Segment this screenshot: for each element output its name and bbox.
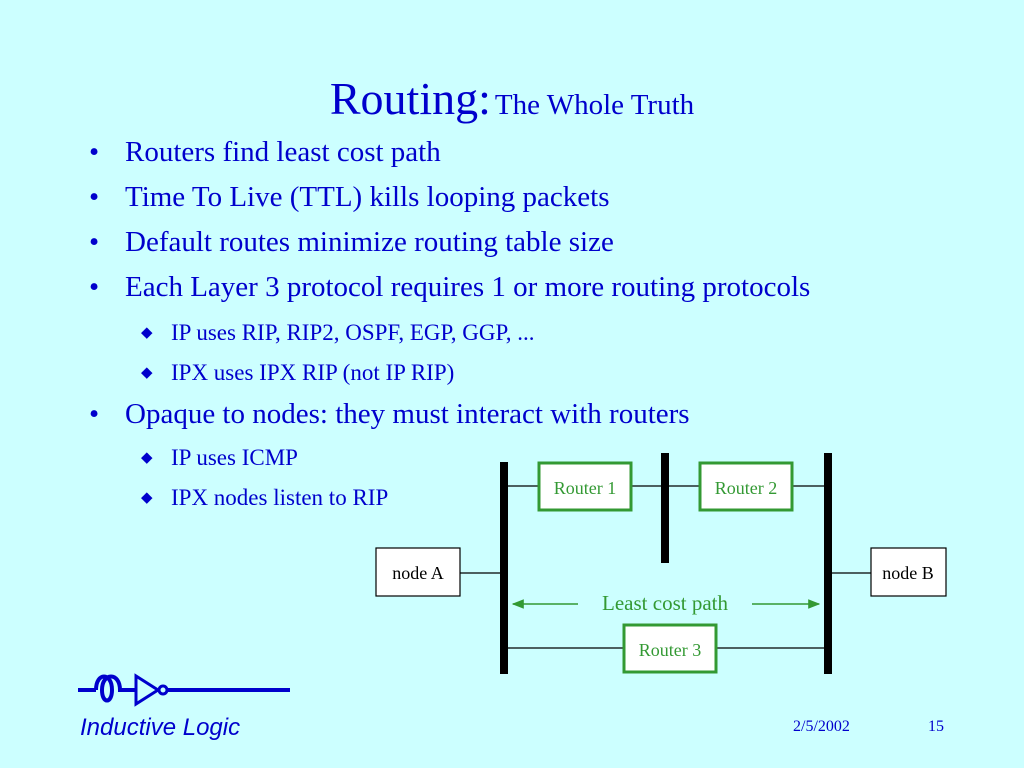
node-b-label: node B (882, 563, 934, 583)
bullet-item: • Each Layer 3 protocol requires 1 or mo… (89, 271, 811, 304)
bullet-dot-icon: • (89, 136, 100, 168)
sub-bullet-item: ◆ IPX nodes listen to RIP (141, 485, 389, 511)
bullet-text: Opaque to nodes: they must interact with… (125, 398, 690, 430)
router-3-label: Router 3 (639, 640, 702, 660)
bullet-dot-icon: • (89, 398, 100, 430)
bullet-text: Routers find least cost path (125, 136, 441, 168)
router-3: Router 3 (622, 623, 718, 674)
sub-bullet-item: ◆ IP uses ICMP (141, 445, 298, 471)
diamond-bullet-icon: ◆ (141, 325, 153, 341)
network-bus-left (500, 462, 508, 674)
bullet-item: • Time To Live (TTL) kills looping packe… (89, 181, 610, 214)
footer-date: 2/5/2002 (793, 718, 850, 735)
inductor-inverter-logo-icon (78, 673, 290, 707)
bullet-dot-icon: • (89, 226, 100, 258)
router-1: Router 1 (537, 461, 633, 512)
footer-brand: Inductive Logic (80, 714, 241, 741)
network-bus-right (824, 453, 832, 674)
network-bus-middle (661, 453, 669, 563)
sub-bullet-item: ◆ IPX uses IPX RIP (not IP RIP) (141, 360, 455, 386)
router-1-label: Router 1 (554, 478, 617, 498)
bullet-dot-icon: • (89, 271, 100, 303)
bullet-item: • Default routes minimize routing table … (89, 226, 614, 259)
bullet-text: Each Layer 3 protocol requires 1 or more… (125, 271, 811, 303)
bullet-text: Time To Live (TTL) kills looping packets (125, 181, 610, 213)
title-sub: The Whole Truth (494, 89, 695, 121)
diamond-bullet-icon: ◆ (141, 490, 153, 506)
diamond-bullet-icon: ◆ (141, 450, 153, 466)
sub-bullet-text: IPX uses IPX RIP (not IP RIP) (171, 360, 455, 385)
bullet-item: • Routers find least cost path (89, 136, 441, 169)
least-cost-path-label: Least cost path (602, 591, 728, 615)
title-main: Routing: (329, 73, 491, 124)
node-a-label: node A (392, 563, 444, 583)
router-2: Router 2 (698, 461, 794, 512)
sub-bullet-text: IPX nodes listen to RIP (171, 485, 389, 510)
router-2-label: Router 2 (715, 478, 778, 498)
node-b: node B (870, 547, 947, 597)
node-a: node A (375, 547, 461, 597)
sub-bullet-item: ◆ IP uses RIP, RIP2, OSPF, EGP, GGP, ... (141, 320, 535, 346)
sub-bullet-text: IP uses RIP, RIP2, OSPF, EGP, GGP, ... (171, 320, 535, 345)
bullet-text: Default routes minimize routing table si… (125, 226, 614, 258)
footer-page-number: 15 (928, 718, 944, 735)
bullet-dot-icon: • (89, 181, 100, 213)
sub-bullet-text: IP uses ICMP (171, 445, 298, 470)
diamond-bullet-icon: ◆ (141, 365, 153, 381)
bullet-item: • Opaque to nodes: they must interact wi… (89, 398, 690, 431)
slide-title: Routing: The Whole Truth (0, 72, 1024, 125)
